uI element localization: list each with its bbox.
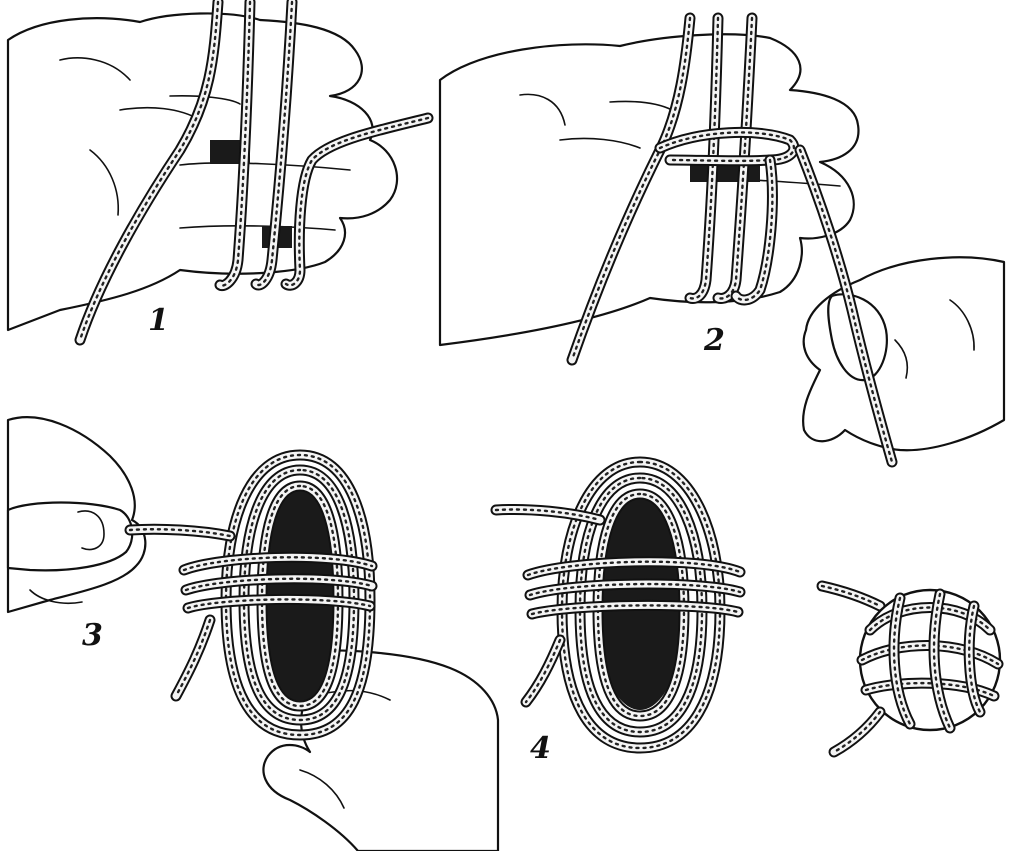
rope-strand [526,560,742,577]
rope-strand [184,577,374,592]
step-number-2: 2 [703,323,725,358]
rope-strand [868,606,992,632]
rope-strand [596,492,686,718]
hand-step-3 [6,416,147,614]
rope-strand [932,592,952,730]
rope-strand [798,148,894,464]
rope-strand [864,681,996,698]
rope-strand [522,636,564,706]
rope-strand [218,0,252,287]
rope-strand [128,528,232,538]
rope-strand [260,484,340,708]
rope-strand [182,556,374,572]
rope-strand [224,453,372,737]
rope-strand [174,618,212,698]
rope-strand [968,604,982,714]
rope-wraps-step-3 [124,523,378,702]
rope-step-2 [566,12,898,468]
rope-strand [524,638,562,704]
finished-knot [816,580,1004,758]
rope-strand [658,131,796,163]
rope-strand [830,708,884,756]
panel-step-1: 1 [6,0,434,346]
step-number-3: 3 [82,618,103,653]
rope-strand [186,598,372,610]
rope-strand [570,16,692,362]
rope-strand [78,0,220,342]
rope-strand [832,710,882,754]
knot-loops-step-3 [220,449,376,741]
rope-strand [492,505,604,524]
rope-strand [254,0,294,287]
hand-pulling-step-2 [802,256,1006,452]
hand-step-2 [438,33,860,347]
knot-loops-step-4 [556,456,726,754]
rope-step-1 [74,0,434,346]
rope-strand [530,604,740,616]
rope-wraps-step-4 [490,503,746,708]
rope-strand [284,116,430,287]
panel-step-3: 3 [6,416,500,851]
rope-strand [716,16,754,300]
panel-step-4: 4 [490,456,1004,766]
step-number-4: 4 [530,731,551,766]
rope-strand [578,476,704,734]
rope-strand [688,16,720,300]
hand-step-1 [6,12,399,332]
rope-strand [732,156,776,304]
rope-strand [892,596,912,726]
rope-strand [242,468,356,722]
rope-strand [528,582,742,597]
step-number-1: 1 [148,303,169,338]
rope-strand [820,584,882,608]
rope-strand [560,460,722,750]
panel-step-2: 2 [438,12,1006,468]
